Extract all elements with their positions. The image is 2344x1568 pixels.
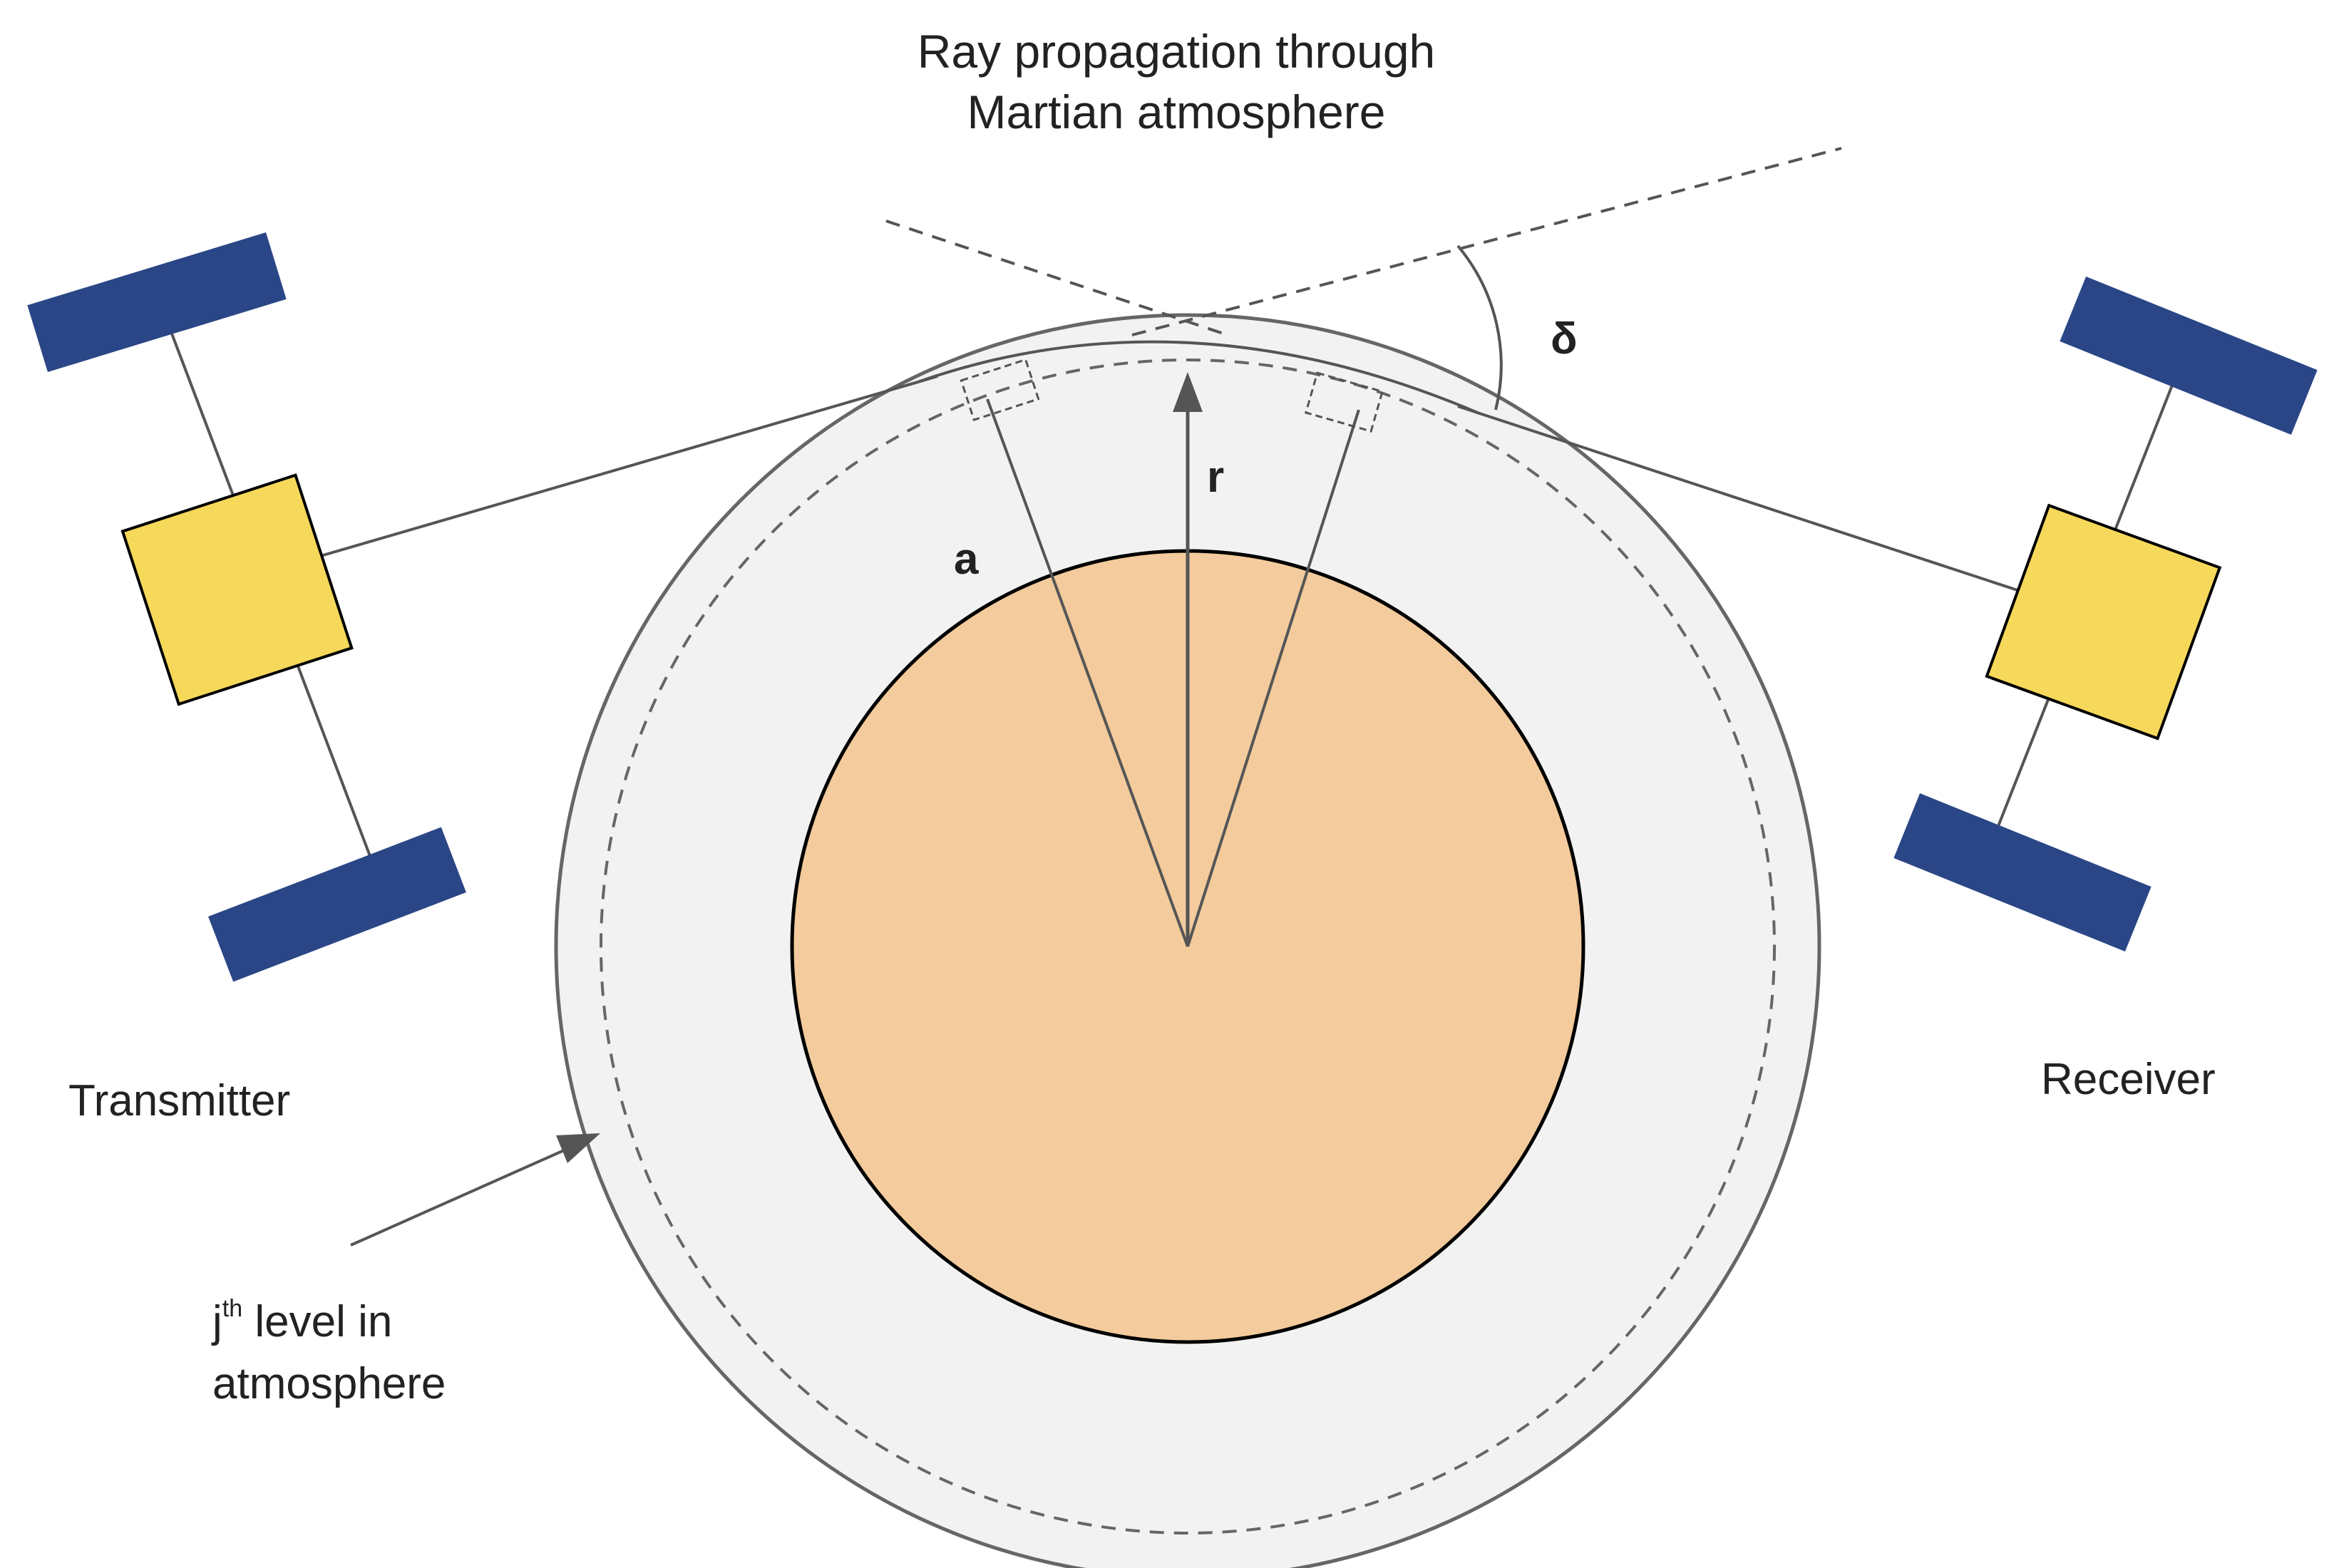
radius-r-symbol: r (1207, 453, 1224, 502)
radius-a-symbol: a (954, 535, 979, 584)
ray-receiver-segment (1457, 405, 2029, 595)
transmitter-satellite (27, 232, 466, 982)
transmitter-label: Transmitter (68, 1076, 290, 1125)
refracted-ray-arc (919, 340, 1480, 415)
jth-level-pointer-line (350, 1146, 571, 1247)
transmitter-body (120, 473, 354, 706)
diagram-title-line1: Ray propagation through (917, 25, 1436, 78)
receiver-body (1985, 503, 2222, 741)
transmitter-solar-panel-bottom (208, 827, 466, 982)
layer-cell-left (960, 358, 1040, 421)
jth-level-pointer-arrowhead (556, 1133, 600, 1163)
radius-r-arrowhead (1173, 372, 1203, 412)
jth-level-label-superscript: th (222, 1295, 242, 1322)
jth-level-label-j: j (211, 1297, 222, 1346)
jth-level-label-line2: atmosphere (212, 1359, 446, 1408)
ray-transmitter-segment (315, 375, 938, 559)
receiver-solar-panel-bottom (1893, 793, 2152, 951)
radius-line-a (986, 398, 1189, 947)
incoming-ray-asymptote (885, 220, 1228, 336)
outgoing-ray-asymptote (1131, 147, 1842, 336)
delta-symbol: δ (1551, 314, 1578, 363)
diagram-title-line2: Martian atmosphere (967, 86, 1386, 138)
jth-level-label-rest: level in (242, 1297, 392, 1346)
receiver-solar-panel-top (2060, 277, 2318, 435)
delta-angle-arc (1456, 244, 1503, 411)
transmitter-solar-panel-top (27, 232, 287, 373)
layer-cell-right (1304, 371, 1384, 433)
receiver-satellite (1893, 277, 2318, 951)
jth-level-label-line1: jth level in (211, 1295, 392, 1346)
radius-line-right (1186, 409, 1360, 947)
jth-level-circle (600, 359, 1776, 1535)
receiver-label: Receiver (2041, 1055, 2216, 1104)
